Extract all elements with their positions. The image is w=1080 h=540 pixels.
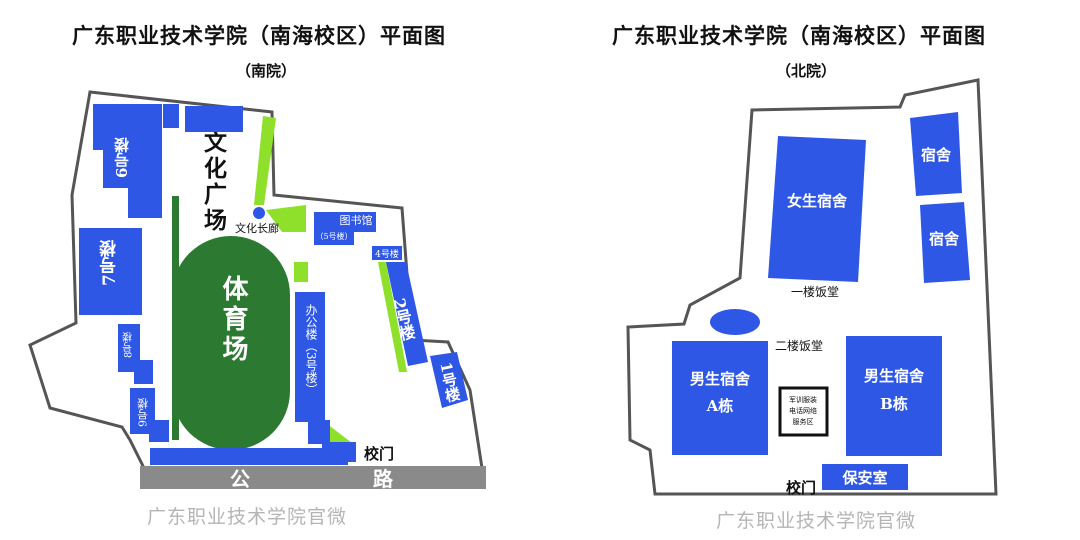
corridor-marker — [253, 207, 265, 219]
building-8-wing — [134, 360, 153, 384]
female-dorm — [768, 136, 866, 282]
library-sublabel: （5号楼） — [315, 231, 352, 241]
building-1 — [430, 352, 468, 408]
left-map-subtitle: （南院） — [236, 62, 297, 80]
building-4 — [372, 246, 402, 260]
road-label-right: 路 — [373, 467, 394, 491]
service-label-2: 电话网络 — [789, 406, 817, 415]
building-8-label: 8号楼 — [123, 331, 135, 358]
north-gate-label: 校门 — [786, 479, 816, 497]
road — [140, 466, 486, 489]
stadium-side-strip — [172, 196, 179, 440]
canteen-1-label: 一楼饭堂 — [791, 284, 839, 299]
service-label-1: 军训服装 — [789, 395, 817, 404]
canteen-2-label: 二楼饭堂 — [775, 338, 823, 353]
male-dorm-a-sublabel: A栋 — [706, 397, 734, 415]
left-watermark: 广东职业技术学院官微 — [147, 506, 348, 528]
dorm-2-label: 宿舍 — [929, 230, 960, 248]
green-strip-square — [294, 262, 308, 282]
north-campus-map: 女生宿舍 一楼饭堂 宿舍 宿舍 二楼饭堂 男生宿舍 A栋 男生宿舍 B栋 军训服… — [626, 78, 998, 497]
building-6-label: 6号楼 — [113, 136, 131, 178]
road-label-left: 公 — [230, 467, 250, 491]
building-7-label: 7号楼 — [100, 239, 121, 286]
right-map-subtitle: （北院） — [776, 62, 837, 80]
service-area — [778, 386, 829, 437]
male-dorm-b-sublabel: B栋 — [880, 395, 908, 413]
stadium — [172, 236, 290, 450]
security-label: 保安室 — [841, 469, 887, 487]
green-strip-right — [378, 262, 407, 372]
right-watermark: 广东职业技术学院官微 — [716, 510, 917, 532]
building-6: 6号楼 — [93, 104, 179, 218]
right-map-title: 广东职业技术学院（南海校区）平面图 — [612, 23, 986, 48]
dorm-1-label: 宿舍 — [921, 146, 952, 164]
dorm-1 — [910, 112, 962, 196]
building-9-label: 9号楼 — [137, 397, 150, 427]
library-side — [352, 212, 376, 232]
dorm-2 — [920, 202, 970, 283]
building-7 — [79, 228, 142, 315]
office-building-label: 办公楼（3号楼） — [304, 303, 318, 396]
service-label-3: 服务区 — [793, 417, 814, 426]
south-campus-map: 公 路 体育场 文化长廊 文化广场 6号楼 — [28, 90, 486, 491]
office-building-base — [308, 420, 330, 444]
north-round-structure — [710, 309, 760, 335]
building-2 — [386, 262, 428, 366]
building-9-wing — [149, 420, 169, 442]
office-building — [295, 292, 325, 422]
green-strip-corridor — [266, 205, 306, 232]
building-4-label: 4号楼 — [375, 248, 399, 260]
green-strip-upper — [254, 116, 276, 205]
male-dorm-b-label: 男生宿舍 — [864, 367, 925, 385]
stadium-label: 体育场 — [218, 275, 248, 365]
security-office — [822, 464, 908, 490]
library — [314, 212, 354, 245]
green-strip-gate — [326, 423, 352, 446]
male-dorm-b — [846, 336, 942, 456]
male-dorm-a — [672, 341, 768, 455]
south-gate-label: 校门 — [364, 445, 394, 463]
left-map-title: 广东职业技术学院（南海校区）平面图 — [72, 23, 446, 48]
female-dorm-label: 女生宿舍 — [787, 192, 848, 210]
culture-square-label: 文化广场 — [200, 129, 228, 234]
building-6-annex — [185, 106, 243, 132]
corridor-label: 文化长廊 — [235, 221, 279, 235]
library-label: 图书馆 — [340, 213, 373, 227]
building-bottom-strip — [150, 448, 348, 465]
male-dorm-a-label: 男生宿舍 — [690, 370, 751, 388]
gate-block — [322, 442, 356, 462]
